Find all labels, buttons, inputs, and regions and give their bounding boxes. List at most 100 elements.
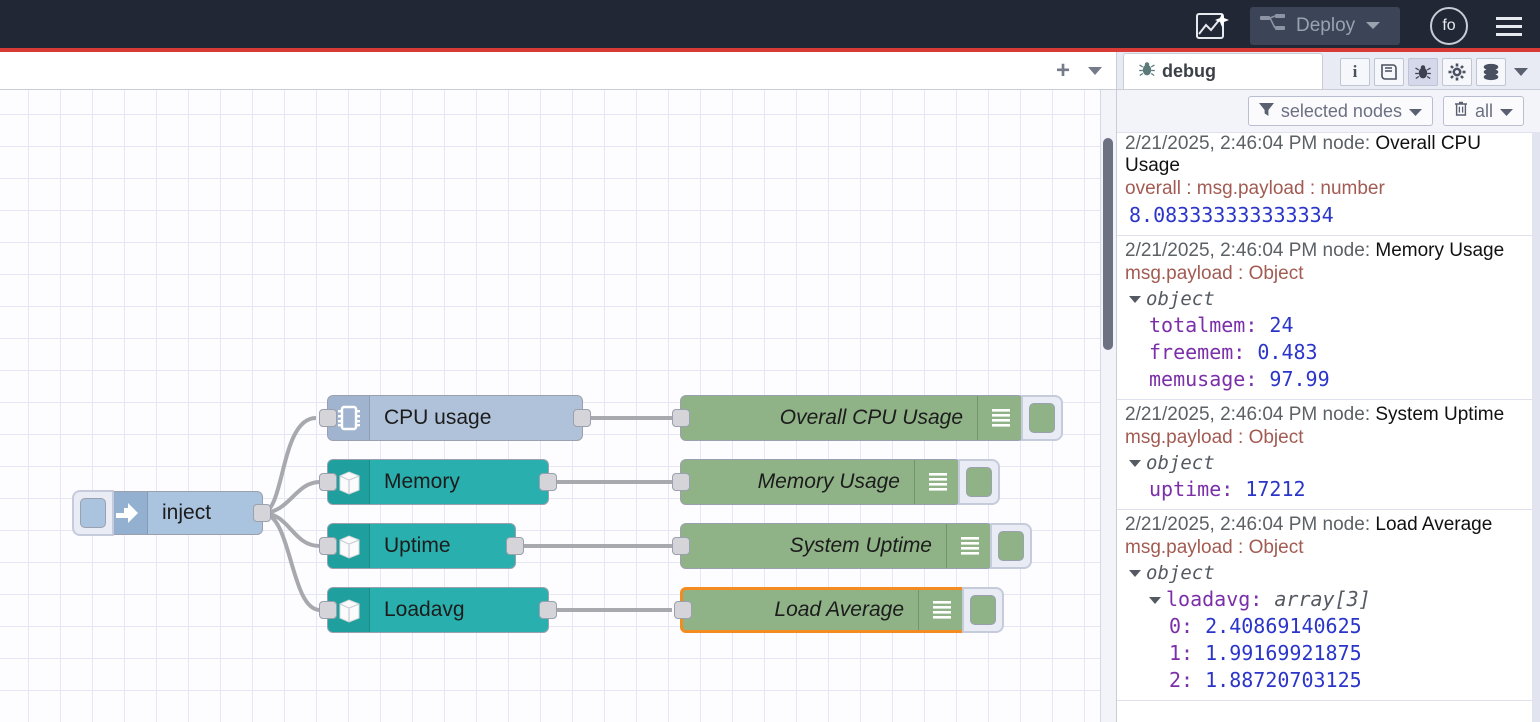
debug-output-icon <box>977 396 1023 440</box>
debug-object-label: object <box>1146 562 1215 584</box>
deploy-button[interactable]: Deploy <box>1250 7 1400 45</box>
debug-property-row: 1: 1.99169921875 <box>1125 641 1524 665</box>
expand-caret-icon[interactable] <box>1129 460 1141 467</box>
debug-property-row: memusage: 97.99 <box>1125 367 1524 391</box>
node-memory[interactable]: Memory <box>327 459 549 505</box>
expand-caret-icon[interactable] <box>1129 296 1141 303</box>
trash-icon <box>1454 101 1468 122</box>
node-label: Memory <box>370 470 548 494</box>
node-debug-system-uptime[interactable]: System Uptime <box>680 523 993 569</box>
debug-array-row[interactable]: loadavg: array[3] <box>1125 587 1524 611</box>
canvas-vertical-scrollbar[interactable] <box>1100 90 1116 722</box>
node-loadavg[interactable]: Loadavg <box>327 587 549 633</box>
output-port[interactable] <box>253 504 271 522</box>
array-type: array[3] <box>1274 587 1370 611</box>
debug-entry[interactable]: 2/21/2025, 2:46:04 PM node: Memory Usage… <box>1117 236 1532 400</box>
flow-list-chevron-down-icon[interactable] <box>1088 67 1102 75</box>
info-icon[interactable]: i <box>1340 58 1370 86</box>
debug-enable-toggle[interactable] <box>958 459 1000 505</box>
debug-output-icon <box>946 524 992 568</box>
node-label: CPU usage <box>370 406 582 430</box>
input-port[interactable] <box>672 537 690 555</box>
canvas-scrollbar-thumb[interactable] <box>1103 138 1113 350</box>
debug-entry-header: 2/21/2025, 2:46:04 PM node: System Uptim… <box>1125 404 1524 426</box>
debug-property-row: 0: 2.40869140625 <box>1125 614 1524 638</box>
ai-flow-sparkle-icon[interactable] <box>1186 7 1240 45</box>
array-key: loadavg <box>1166 587 1250 611</box>
sidebar-more-chevron-down-icon[interactable] <box>1510 58 1532 86</box>
debug-entry-node-name: Load Average <box>1375 514 1492 535</box>
expand-caret-icon[interactable] <box>1129 570 1141 577</box>
debug-entry-header: 2/21/2025, 2:46:04 PM node: Overall CPU … <box>1125 133 1524 177</box>
output-port[interactable] <box>573 409 591 427</box>
property-key: 1 <box>1169 641 1181 665</box>
debug-entry-node-name: System Uptime <box>1375 404 1504 425</box>
debug-entry[interactable]: 2/21/2025, 2:46:04 PM node: Load Average… <box>1117 510 1532 701</box>
node-uptime[interactable]: Uptime <box>327 523 516 569</box>
output-port[interactable] <box>506 537 524 555</box>
sidebar-tab-debug[interactable]: debug <box>1123 53 1323 89</box>
property-key: uptime <box>1149 477 1221 501</box>
flow-canvas[interactable]: inject CPU us <box>0 90 1100 722</box>
debug-clear-label: all <box>1475 101 1493 122</box>
debug-entry-timestamp: 2/21/2025, 2:46:04 PM <box>1125 240 1317 261</box>
input-port[interactable] <box>319 537 337 555</box>
property-value: 17212 <box>1245 477 1305 501</box>
input-port[interactable] <box>672 473 690 491</box>
node-inject[interactable]: inject <box>105 491 263 535</box>
node-debug-overall-cpu-usage[interactable]: Overall CPU Usage <box>680 395 1024 441</box>
debug-property-row: 2: 1.88720703125 <box>1125 668 1524 692</box>
input-port[interactable] <box>319 601 337 619</box>
node-cpu-usage[interactable]: CPU usage <box>327 395 583 441</box>
user-avatar[interactable]: fo <box>1430 7 1468 45</box>
property-key: totalmem <box>1149 313 1245 337</box>
input-port[interactable] <box>674 601 692 619</box>
property-key: 0 <box>1169 614 1181 638</box>
input-port[interactable] <box>672 409 690 427</box>
debug-object-row[interactable]: object <box>1125 452 1524 474</box>
bug-icon <box>1138 60 1156 83</box>
node-label: inject <box>148 501 262 525</box>
debug-enable-toggle[interactable] <box>990 523 1032 569</box>
input-port[interactable] <box>319 473 337 491</box>
sidebar-tab-row: debug i <box>1117 52 1540 90</box>
debug-message-list[interactable]: 2/21/2025, 2:46:04 PM node: Overall CPU … <box>1117 132 1532 722</box>
property-key: memusage <box>1149 367 1245 391</box>
help-book-icon[interactable] <box>1374 58 1404 86</box>
property-value: 1.88720703125 <box>1205 668 1362 692</box>
input-port[interactable] <box>319 409 337 427</box>
debug-entry[interactable]: 2/21/2025, 2:46:04 PM node: System Uptim… <box>1117 400 1532 510</box>
chevron-down-icon <box>1409 101 1422 122</box>
debug-entry-node-prefix: node: <box>1323 240 1376 261</box>
debug-entry-value: 8.083333333333334 <box>1125 203 1524 227</box>
debug-filter-label: selected nodes <box>1281 101 1402 122</box>
node-label: Load Average <box>683 598 918 622</box>
debug-entry-topic: overall : msg.payload : number <box>1125 178 1524 200</box>
node-label: Overall CPU Usage <box>681 406 977 430</box>
debug-object-row[interactable]: object <box>1125 562 1524 584</box>
settings-gear-icon[interactable] <box>1442 58 1472 86</box>
debug-bug-icon[interactable] <box>1408 58 1438 86</box>
avatar-initials: fo <box>1442 17 1455 35</box>
output-port[interactable] <box>539 473 557 491</box>
hamburger-menu-icon[interactable] <box>1496 17 1522 36</box>
inject-trigger-button[interactable] <box>72 490 114 536</box>
add-flow-button[interactable]: + <box>1056 59 1070 83</box>
debug-filter-dropdown[interactable]: selected nodes <box>1248 96 1433 126</box>
node-debug-memory-usage[interactable]: Memory Usage <box>680 459 961 505</box>
debug-clear-dropdown[interactable]: all <box>1443 96 1524 126</box>
debug-entry[interactable]: 2/21/2025, 2:46:04 PM node: Overall CPU … <box>1117 133 1532 236</box>
deploy-chevron-down-icon[interactable] <box>1365 15 1381 37</box>
debug-output-icon <box>918 590 964 630</box>
output-port[interactable] <box>539 601 557 619</box>
debug-enable-toggle[interactable] <box>962 587 1004 633</box>
debug-object-label: object <box>1146 452 1215 474</box>
debug-entry-topic: msg.payload : Object <box>1125 263 1524 285</box>
sidebar-panel: debug i <box>1116 52 1540 722</box>
expand-caret-icon[interactable] <box>1149 597 1161 604</box>
debug-enable-toggle[interactable] <box>1021 395 1063 441</box>
node-debug-load-average[interactable]: Load Average <box>680 587 967 633</box>
context-data-icon[interactable] <box>1476 58 1506 86</box>
sidebar-scrollbar[interactable] <box>1532 132 1540 722</box>
debug-object-row[interactable]: object <box>1125 288 1524 310</box>
